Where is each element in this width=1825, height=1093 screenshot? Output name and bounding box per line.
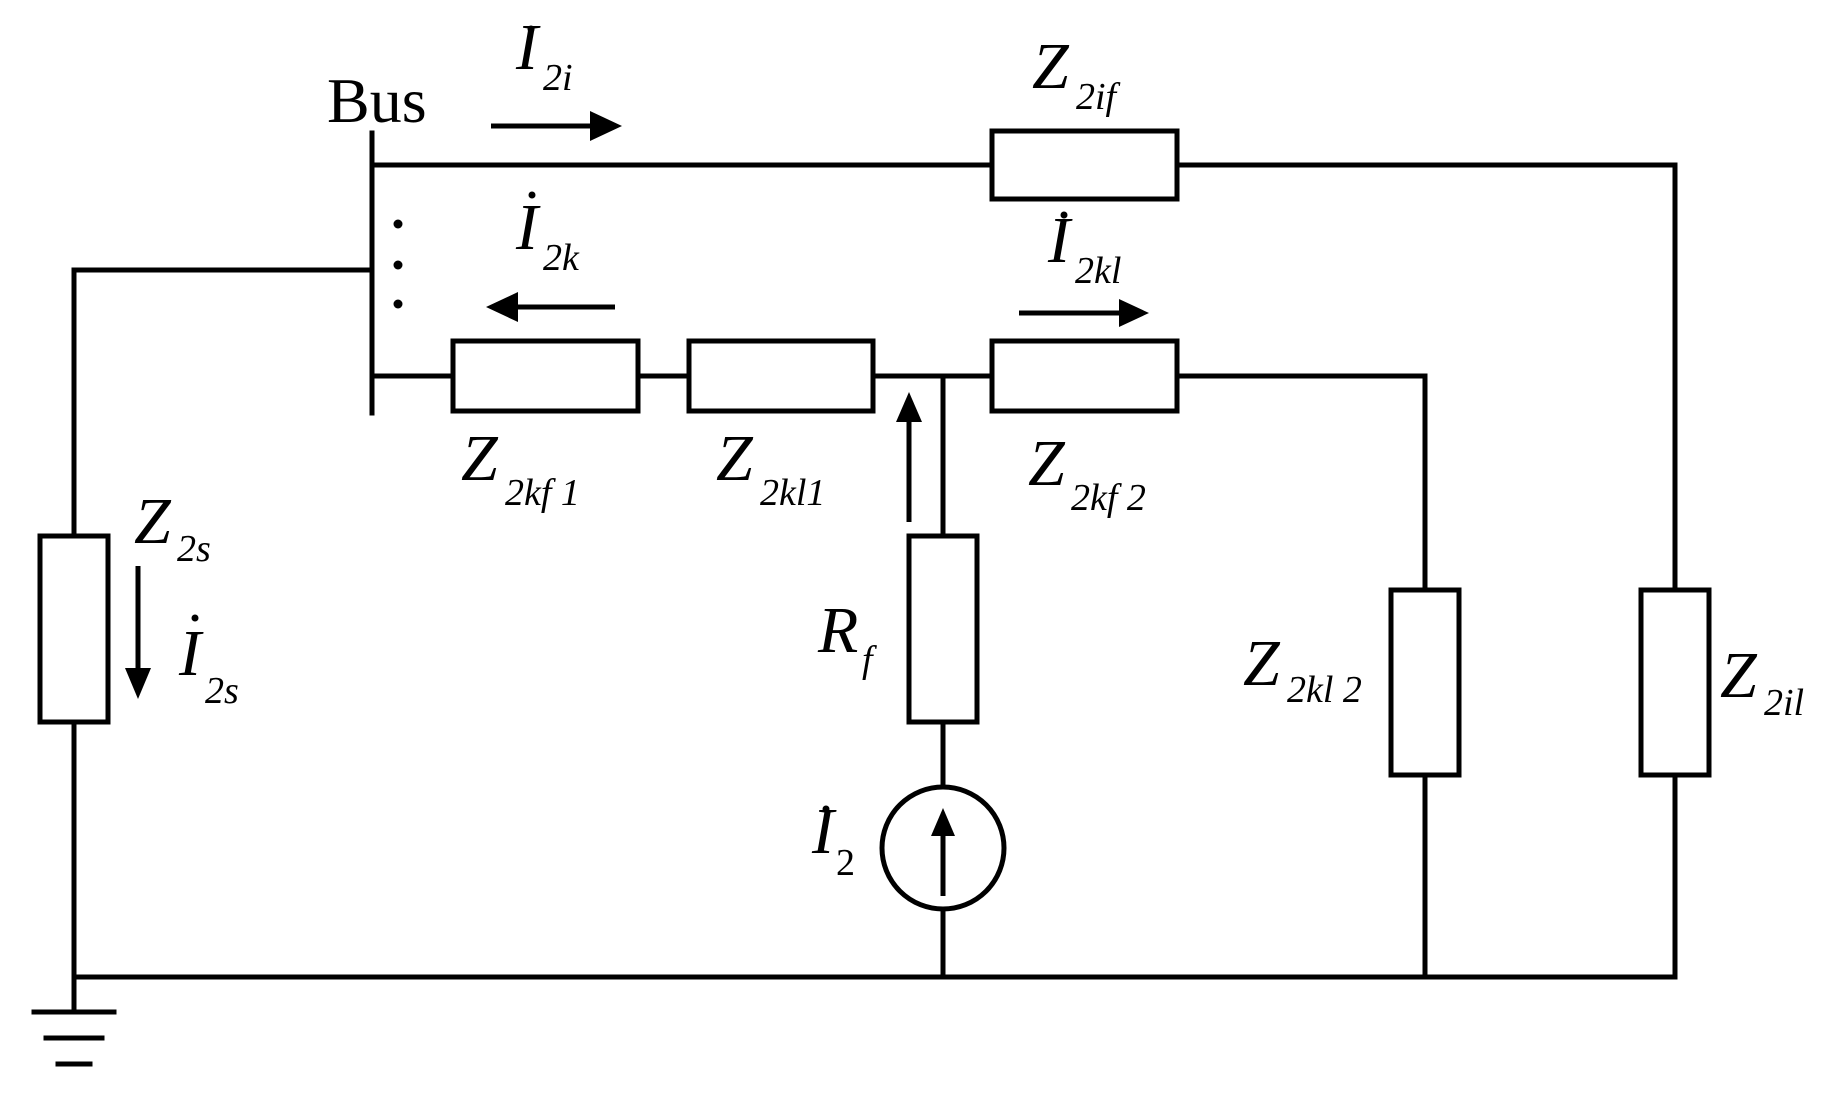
label-z2kf1: Z 2kf 1	[461, 422, 580, 514]
svg-text:I: I	[515, 11, 541, 84]
svg-text:2kl1: 2kl1	[760, 472, 825, 514]
arrow-i2i	[491, 111, 622, 141]
current-source	[879, 784, 1007, 912]
label-z2s: Z 2s	[134, 485, 211, 570]
current-arrows	[125, 111, 1149, 699]
label-z2kl1: Z 2kl1	[716, 422, 825, 514]
bus-dots	[393, 219, 403, 309]
label-i2kl: I 2kl	[1047, 204, 1121, 292]
svg-text:2: 2	[836, 842, 855, 884]
bus-dot	[393, 260, 403, 270]
impedance-z2kl2	[1388, 587, 1462, 778]
svg-text:Z: Z	[1243, 627, 1281, 700]
ground-symbol	[31, 1009, 117, 1067]
svg-text:2if: 2if	[1076, 76, 1121, 118]
impedance-z2kf1	[450, 338, 641, 414]
impedance-z2s	[37, 533, 111, 725]
svg-text:Z: Z	[461, 422, 499, 495]
svg-text:I: I	[811, 795, 837, 868]
svg-text:2il: 2il	[1764, 682, 1804, 724]
label-i2: I 2	[811, 795, 855, 884]
arrow-i2s	[125, 566, 151, 699]
svg-text:f: f	[862, 639, 877, 681]
current-source-arrow-head	[931, 808, 955, 836]
label-i2k: I 2k	[515, 191, 580, 279]
arrow-i2kl	[1019, 299, 1149, 327]
svg-text:I: I	[515, 191, 541, 264]
svg-text:2i: 2i	[543, 57, 573, 99]
impedances	[37, 128, 1712, 778]
svg-text:2kf 2: 2kf 2	[1071, 477, 1146, 519]
svg-text:Z: Z	[134, 485, 172, 558]
svg-text:Z: Z	[716, 422, 754, 495]
impedance-z2kl1	[686, 338, 876, 414]
arrow-fault-current	[896, 392, 922, 522]
bus-label: Bus	[327, 65, 427, 136]
arrow-i2k	[486, 292, 615, 322]
svg-text:I: I	[178, 617, 204, 690]
svg-text:2kf 1: 2kf 1	[505, 472, 580, 514]
label-rf: R f	[817, 594, 877, 681]
svg-text:I: I	[1047, 204, 1073, 277]
svg-text:Z: Z	[1028, 427, 1066, 500]
label-z2if: Z 2if	[1032, 30, 1121, 118]
svg-text:Z: Z	[1720, 639, 1758, 712]
impedance-z2if	[989, 128, 1180, 202]
bus-dot	[393, 299, 403, 309]
svg-text:2s: 2s	[205, 670, 239, 712]
label-z2kl2: Z 2kl 2	[1243, 627, 1362, 711]
svg-text:2k: 2k	[543, 237, 580, 279]
label-i2s: I 2s	[178, 614, 239, 712]
svg-text:2kl: 2kl	[1075, 250, 1121, 292]
label-i2i: I 2i	[515, 11, 573, 99]
impedance-z2kf2	[989, 338, 1180, 414]
bus-dot	[393, 219, 403, 229]
svg-text:R: R	[817, 594, 858, 667]
impedance-z2il	[1638, 587, 1712, 778]
svg-text:2kl 2: 2kl 2	[1287, 669, 1362, 711]
label-z2il: Z 2il	[1720, 639, 1804, 724]
wires	[71, 130, 1678, 1015]
svg-text:2s: 2s	[177, 528, 211, 570]
svg-text:Z: Z	[1032, 30, 1070, 103]
resistor-rf	[906, 533, 980, 725]
label-z2kf2: Z 2kf 2	[1028, 427, 1146, 519]
